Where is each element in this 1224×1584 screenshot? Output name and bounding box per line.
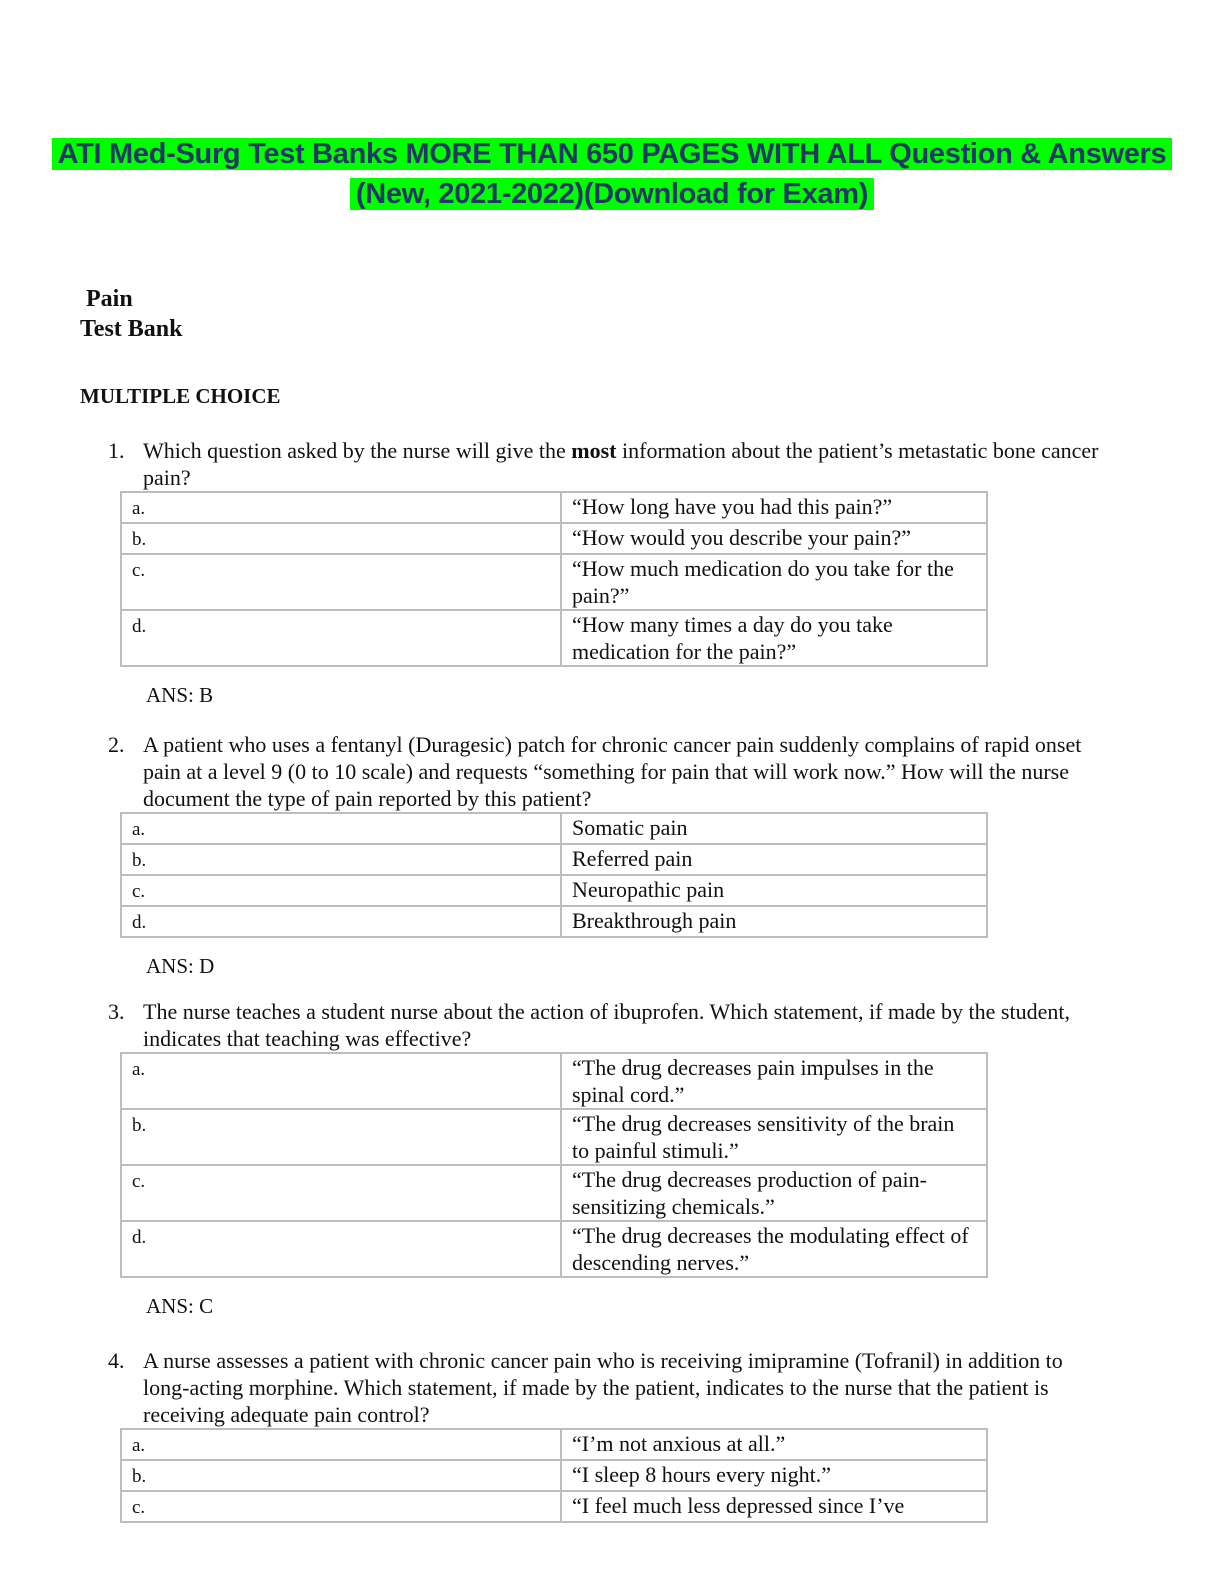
option-text: “How long have you had this pain?” [560,491,988,524]
option-text: “I’m not anxious at all.” [560,1428,988,1461]
options-table: a. Somatic pain b. Referred pain c. Neur… [120,812,988,938]
option-letter: b. [120,522,562,555]
option-text: Somatic pain [560,812,988,845]
option-letter: d. [120,1220,562,1278]
option-text: “The drug decreases the modulating effec… [560,1220,988,1278]
option-row: a. Somatic pain [120,812,988,845]
emphasis-word: most [571,438,617,463]
option-letter: c. [120,553,562,611]
option-letter: d. [120,905,562,938]
question-2: 2. A patient who uses a fentanyl (Durage… [108,731,1108,979]
question-number: 2. [108,732,125,757]
option-letter: b. [120,1108,562,1166]
option-letter: a. [120,1052,562,1110]
option-letter: c. [120,1164,562,1222]
option-text: Neuropathic pain [560,874,988,907]
option-text: “How would you describe your pain?” [560,522,988,555]
option-text: “The drug decreases production of pain-s… [560,1164,988,1222]
option-letter: a. [120,812,562,845]
option-letter: a. [120,491,562,524]
option-text: Breakthrough pain [560,905,988,938]
options-table: a. “I’m not anxious at all.” b. “I sleep… [120,1428,988,1523]
question-number: 4. [108,1348,125,1373]
chapter-title: Pain [86,286,133,312]
option-row: c. “I feel much less depressed since I’v… [120,1490,988,1523]
option-row: a. “The drug decreases pain impulses in … [120,1052,988,1110]
answer-key: ANS: B [146,683,214,707]
answer-key: ANS: C [146,1294,214,1318]
option-row: b. Referred pain [120,843,988,876]
option-letter: c. [120,1490,562,1523]
question-stem: 3. The nurse teaches a student nurse abo… [108,999,1070,1051]
option-text: “The drug decreases sensitivity of the b… [560,1108,988,1166]
option-row: d. “The drug decreases the modulating ef… [120,1220,988,1278]
question-1: 1. Which question asked by the nurse wil… [108,437,1108,708]
question-number: 3. [108,999,125,1024]
answer-key: ANS: D [146,954,215,978]
option-row: b. “I sleep 8 hours every night.” [120,1459,988,1492]
option-letter: d. [120,609,562,667]
option-row: c. Neuropathic pain [120,874,988,907]
header-line-1: ATI Med-Surg Test Banks MORE THAN 650 PA… [51,138,1173,170]
chapter-subtitle: Test Bank [80,316,183,342]
option-text: “How many times a day do you take medica… [560,609,988,667]
option-text: “I feel much less depressed since I’ve [560,1490,988,1523]
option-row: b. “The drug decreases sensitivity of th… [120,1108,988,1166]
option-row: a. “I’m not anxious at all.” [120,1428,988,1461]
question-stem: 2. A patient who uses a fentanyl (Durage… [108,732,1082,811]
option-letter: a. [120,1428,562,1461]
document-header-banner: ATI Med-Surg Test Banks MORE THAN 650 PA… [0,134,1224,214]
option-row: b. “How would you describe your pain?” [120,522,988,555]
option-row: d. “How many times a day do you take med… [120,609,988,667]
option-text: “I sleep 8 hours every night.” [560,1459,988,1492]
question-stem: 4. A nurse assesses a patient with chron… [108,1348,1063,1427]
question-4: 4. A nurse assesses a patient with chron… [108,1347,1108,1523]
option-text: “How much medication do you take for the… [560,553,988,611]
option-text: “The drug decreases pain impulses in the… [560,1052,988,1110]
section-heading: MULTIPLE CHOICE [80,384,281,408]
option-row: c. “The drug decreases production of pai… [120,1164,988,1222]
option-row: d. Breakthrough pain [120,905,988,938]
question-3: 3. The nurse teaches a student nurse abo… [108,998,1108,1319]
option-letter: b. [120,1459,562,1492]
options-table: a. “How long have you had this pain?” b.… [120,491,988,667]
option-row: c. “How much medication do you take for … [120,553,988,611]
option-text: Referred pain [560,843,988,876]
question-stem: 1. Which question asked by the nurse wil… [108,438,1099,490]
header-line-2: (New, 2021-2022)(Download for Exam) [349,178,875,210]
options-table: a. “The drug decreases pain impulses in … [120,1052,988,1278]
option-letter: c. [120,874,562,907]
question-number: 1. [108,438,125,463]
option-letter: b. [120,843,562,876]
option-row: a. “How long have you had this pain?” [120,491,988,524]
